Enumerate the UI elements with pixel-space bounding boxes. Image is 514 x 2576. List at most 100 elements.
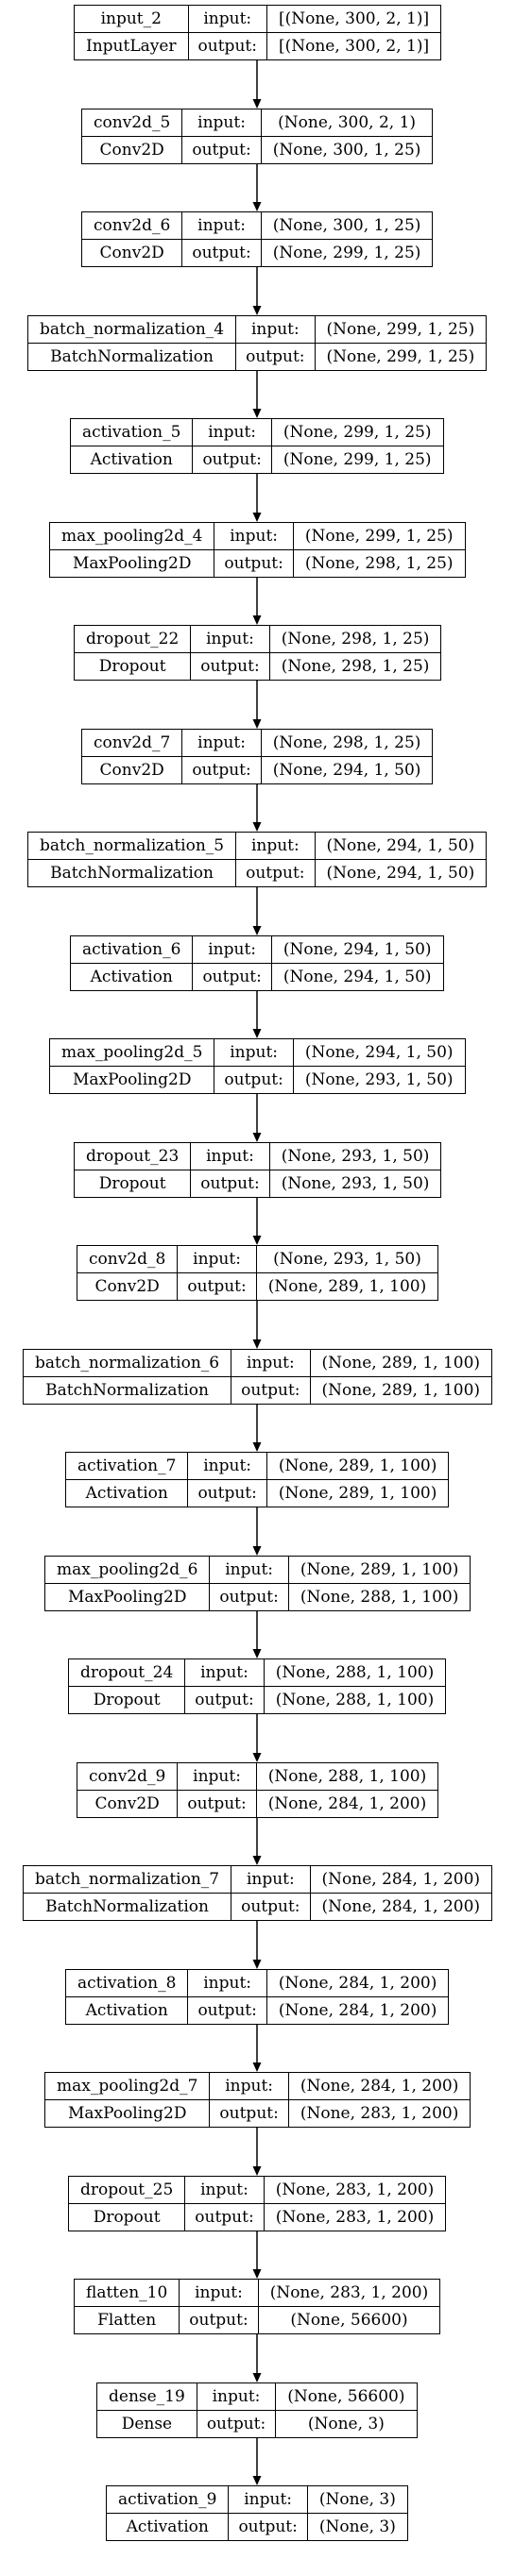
input-shape: (None, 300, 2, 1)	[260, 109, 434, 137]
output-label: output:	[235, 343, 316, 371]
output-shape: (None, 283, 1, 200)	[263, 2203, 447, 2231]
input-shape: (None, 299, 1, 25)	[270, 418, 444, 446]
input-label: input:	[214, 1038, 294, 1067]
output-label: output:	[181, 239, 262, 267]
input-shape: (None, 283, 1, 200)	[257, 2279, 441, 2307]
layer-name: activation_9	[105, 2485, 230, 2514]
arrowhead-icon	[252, 1133, 262, 1142]
output-label: output:	[235, 859, 316, 887]
input-shape: (None, 299, 1, 25)	[314, 315, 488, 344]
output-shape: (None, 288, 1, 100)	[287, 1583, 471, 1611]
input-shape: (None, 289, 1, 100)	[266, 1452, 450, 1480]
output-shape: (None, 56600)	[257, 2306, 441, 2334]
layer-type: Dense	[96, 2410, 197, 2438]
output-shape: (None, 284, 1, 200)	[309, 1893, 493, 1921]
arrowhead-icon	[252, 1029, 262, 1038]
input-label: input:	[181, 729, 262, 757]
layer-type: Activation	[64, 1479, 189, 1507]
layer-name: max_pooling2d_6	[43, 1556, 211, 1584]
output-label: output:	[187, 1479, 267, 1507]
output-label: output:	[190, 652, 270, 681]
layer-name: dropout_23	[73, 1142, 192, 1170]
arrowhead-icon	[252, 1339, 262, 1349]
layer-type: Dropout	[73, 1170, 192, 1198]
output-shape: (None, 294, 1, 50)	[260, 756, 434, 784]
layer-type: Activation	[64, 1996, 189, 2025]
layer-name: conv2d_9	[76, 1762, 179, 1791]
layer-type: MaxPooling2D	[43, 2099, 211, 2128]
output-label: output:	[209, 1583, 289, 1611]
output-shape: (None, 293, 1, 50)	[292, 1066, 466, 1094]
input-label: input:	[209, 1556, 289, 1584]
input-shape: (None, 300, 1, 25)	[260, 211, 434, 240]
input-label: input:	[231, 1865, 311, 1894]
layer-name: activation_6	[69, 935, 194, 964]
layer-type: MaxPooling2D	[48, 549, 215, 578]
output-label: output:	[231, 1893, 311, 1921]
layer-type: MaxPooling2D	[43, 1583, 211, 1611]
output-shape: (None, 299, 1, 25)	[260, 239, 434, 267]
layer-type: Flatten	[73, 2306, 180, 2334]
input-shape: (None, 284, 1, 200)	[266, 1969, 450, 1997]
arrowhead-icon	[252, 202, 262, 211]
input-shape: (None, 3)	[306, 2485, 408, 2514]
arrowhead-icon	[252, 1649, 262, 1658]
layer-type: Conv2D	[76, 1790, 179, 1818]
input-label: input:	[181, 109, 262, 137]
input-label: input:	[181, 211, 262, 240]
output-shape: (None, 289, 1, 100)	[309, 1376, 493, 1405]
output-label: output:	[231, 1376, 311, 1405]
arrowhead-icon	[252, 615, 262, 625]
layer-name: batch_normalization_6	[22, 1349, 232, 1377]
layer-name: batch_normalization_4	[26, 315, 237, 344]
arrowhead-icon	[252, 719, 262, 729]
output-label: output:	[177, 1272, 257, 1301]
input-shape: (None, 298, 1, 25)	[260, 729, 434, 757]
arrowhead-icon	[252, 1856, 262, 1865]
layer-name: flatten_10	[73, 2279, 180, 2307]
output-shape: (None, 294, 1, 50)	[314, 859, 488, 887]
output-label: output:	[190, 1170, 270, 1198]
output-shape: (None, 294, 1, 50)	[270, 963, 444, 991]
output-label: output:	[214, 549, 294, 578]
arrowhead-icon	[252, 409, 262, 418]
input-shape: (None, 288, 1, 100)	[255, 1762, 439, 1791]
layer-name: dropout_22	[73, 625, 192, 653]
arrowhead-icon	[252, 1546, 262, 1556]
output-shape: (None, 284, 1, 200)	[255, 1790, 439, 1818]
arrowhead-icon	[252, 1236, 262, 1245]
output-shape: (None, 289, 1, 100)	[255, 1272, 439, 1301]
layer-type: Dropout	[67, 1686, 186, 1714]
layer-type: BatchNormalization	[22, 1376, 232, 1405]
input-label: input:	[209, 2072, 289, 2100]
layer-name: input_2	[74, 5, 189, 33]
output-label: output:	[192, 446, 272, 474]
input-label: input:	[184, 1658, 265, 1687]
layer-type: MaxPooling2D	[48, 1066, 215, 1094]
input-label: input:	[196, 2382, 277, 2411]
input-label: input:	[190, 625, 270, 653]
output-shape: (None, 298, 1, 25)	[292, 549, 466, 578]
layer-type: BatchNormalization	[22, 1893, 232, 1921]
